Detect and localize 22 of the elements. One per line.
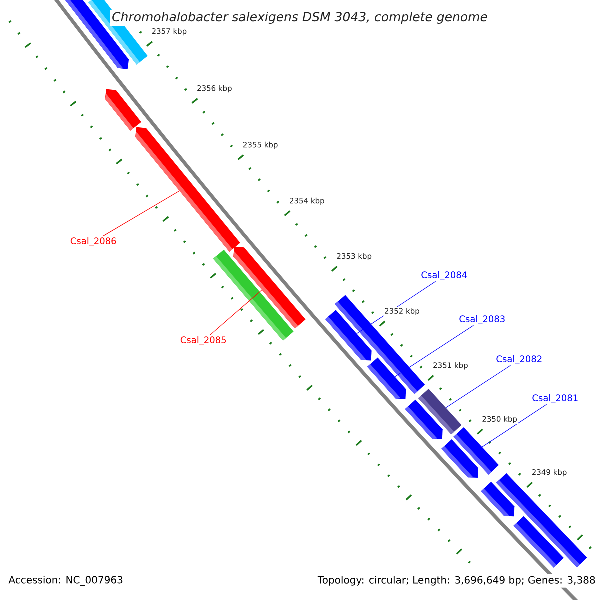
leader-line <box>394 325 474 378</box>
gene-bar <box>514 516 564 568</box>
gene-label: Csal_2083 <box>460 316 505 324</box>
gene-label: Csal_2086 <box>70 238 116 246</box>
gene-label: Csal_2082 <box>496 356 542 364</box>
leader-line <box>210 290 262 336</box>
title: Chromohalobacter salexigens DSM 3043, complete genome <box>110 10 490 26</box>
gene-bar <box>136 127 240 252</box>
genome-info-text: Topology: circular; Length: 3,696,649 bp; Genes: 3,388 <box>316 574 598 588</box>
gene-bar <box>105 89 142 131</box>
gene-bar <box>481 482 515 517</box>
leader-line <box>446 365 512 408</box>
gene-bar <box>367 358 406 400</box>
leader-line <box>482 404 548 448</box>
gene-label: Csal_2085 <box>180 336 226 346</box>
gene-label: Csal_2084 <box>422 272 468 280</box>
leader-line <box>102 190 180 237</box>
gene-bar <box>405 400 443 440</box>
gene-bar <box>234 246 306 329</box>
gene-bar <box>442 440 478 478</box>
gene-label: Csal_2081 <box>532 394 578 404</box>
accession-text: Accession: NC_007963 <box>7 574 125 588</box>
